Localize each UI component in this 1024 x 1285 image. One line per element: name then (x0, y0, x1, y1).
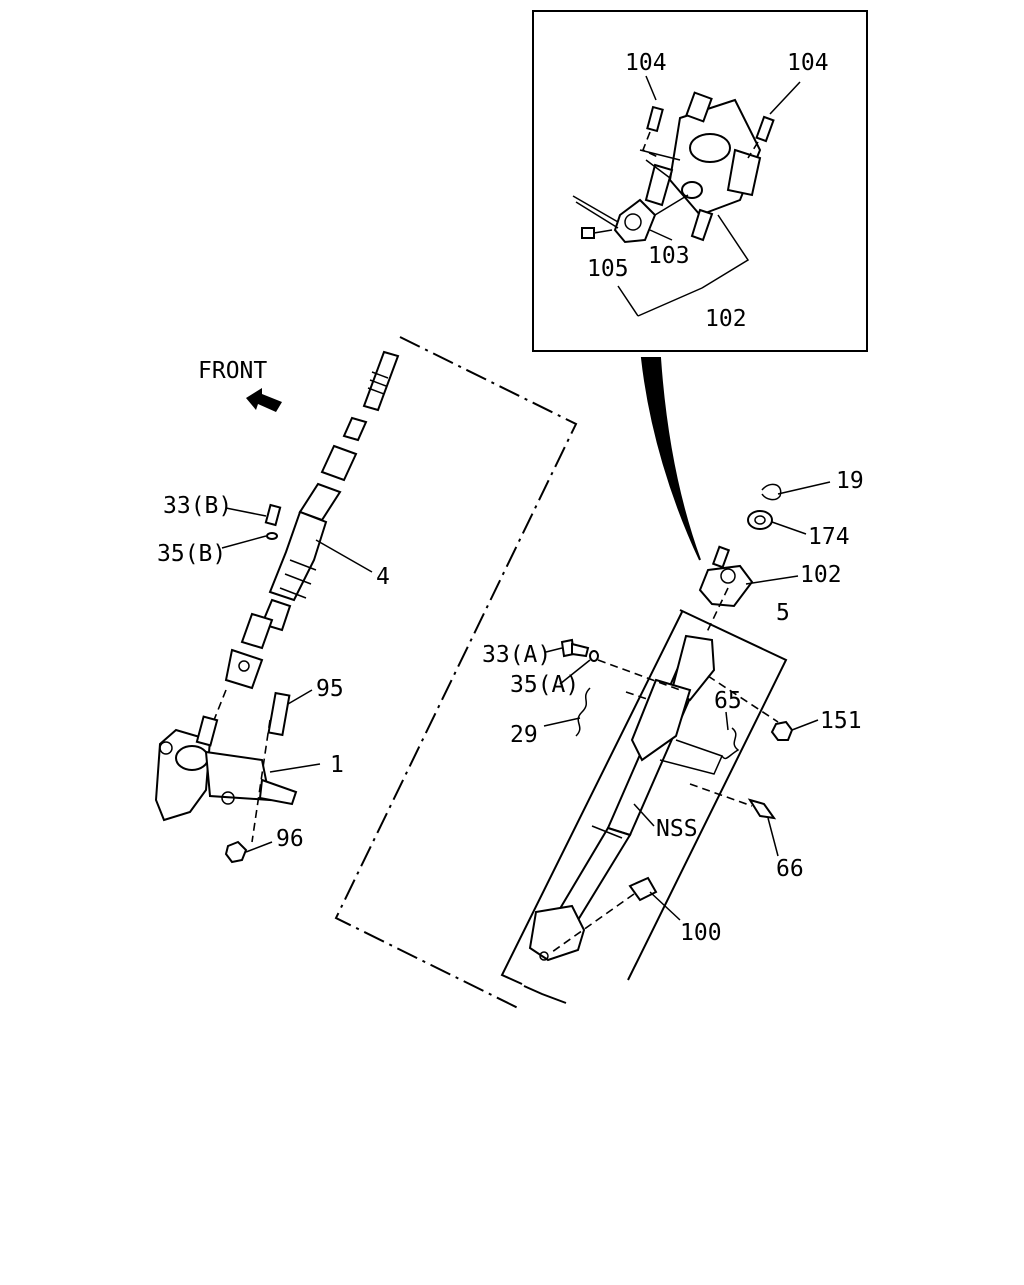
ring-174 (747, 510, 773, 530)
intermediate-shaft-4 (224, 350, 400, 690)
inset-detail: 104 104 103 105 102 (532, 10, 868, 352)
axis-66 (689, 783, 753, 807)
clip-19 (761, 483, 782, 501)
leader-104a (645, 75, 657, 101)
front-indicator: FRONT (198, 358, 282, 412)
part-103-inset-drawing (572, 194, 689, 244)
washer-35B (266, 532, 278, 540)
callout-105: 105 (587, 256, 629, 282)
leader-151 (791, 719, 819, 731)
steering-column-5 (528, 634, 724, 962)
leader-1 (269, 763, 321, 773)
callout-19: 19 (836, 468, 864, 494)
callout-65: 65 (714, 688, 742, 714)
axis-29 (625, 691, 651, 701)
callout-151: 151 (820, 708, 862, 734)
callout-102-inset: 102 (705, 306, 747, 332)
callout-95: 95 (316, 676, 344, 702)
callout-104-right: 104 (787, 50, 829, 76)
front-arrow-icon (246, 388, 282, 412)
inset-frame (532, 10, 868, 352)
steering-gear-1 (154, 715, 298, 822)
detail-connector-arrow (640, 357, 701, 561)
leader-174 (771, 521, 807, 535)
spring-65 (721, 727, 740, 760)
callout-100: 100 (680, 920, 722, 946)
axis-102 (705, 587, 729, 635)
shaft-4-axis (213, 689, 227, 721)
leader-NSS (633, 803, 655, 827)
callout-1: 1 (330, 752, 344, 778)
leader-4 (315, 539, 373, 573)
callout-35B: 35(B) (157, 541, 226, 567)
nut-96 (224, 840, 248, 864)
part-105-screw (581, 227, 613, 239)
bolt-33B (264, 503, 282, 527)
callout-33B: 33(B) (163, 493, 232, 519)
leader-66 (767, 817, 779, 857)
callout-104-left: 104 (625, 50, 667, 76)
leader-96 (245, 841, 273, 853)
callout-4: 4 (376, 564, 390, 590)
washer-35A (589, 650, 599, 662)
bolt-66 (747, 798, 777, 820)
leader-35B (221, 535, 267, 549)
spring-29 (575, 687, 591, 737)
callout-103: 103 (648, 243, 690, 269)
leader-65 (725, 711, 729, 731)
callout-66: 66 (776, 856, 804, 882)
leader-33B (225, 507, 267, 517)
part-104-screw-left (641, 105, 664, 159)
bracket-102 (698, 545, 754, 608)
leader-104b (769, 81, 801, 115)
axis-33A (597, 659, 681, 691)
callout-102-main: 102 (800, 562, 842, 588)
column-5-bracket-line (500, 609, 788, 1004)
bolt-33A (560, 638, 590, 658)
leader-35A (559, 659, 591, 685)
axis-151 (707, 675, 779, 723)
bolt-95 (267, 691, 291, 737)
leader-103 (649, 229, 673, 241)
callout-33A: 33(A) (482, 642, 551, 668)
part-104-screw-right (747, 115, 775, 159)
leader-19 (777, 481, 831, 495)
front-label: FRONT (198, 358, 267, 384)
bolt-100 (628, 876, 658, 902)
leader-95 (287, 689, 313, 705)
leader-100 (649, 891, 681, 921)
leader-102-main (745, 575, 799, 585)
leader-bracket-105-102 (617, 214, 750, 317)
bolt-95-axis (251, 719, 271, 843)
callout-35A: 35(A) (510, 672, 579, 698)
leader-33A (545, 647, 563, 653)
callout-96: 96 (276, 826, 304, 852)
nut-151 (770, 720, 794, 741)
callout-NSS: NSS (656, 816, 698, 842)
axis-100 (551, 893, 635, 953)
callout-29: 29 (510, 722, 538, 748)
callout-5: 5 (776, 600, 790, 626)
callout-174: 174 (808, 524, 850, 550)
leader-29 (543, 717, 581, 727)
part-102-inset-drawing (639, 91, 762, 242)
